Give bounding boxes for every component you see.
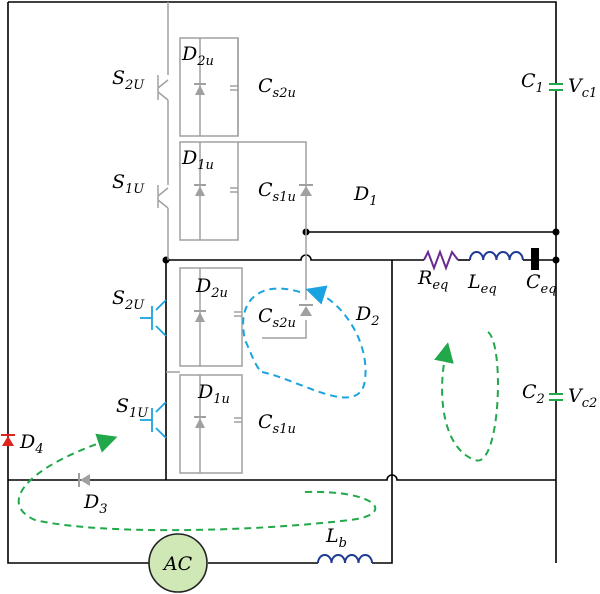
junction-dots: [162, 228, 560, 264]
ceq-capacitor-icon: [531, 248, 539, 270]
label-ceq: Ceq: [526, 271, 557, 297]
req-resistor-icon: [423, 249, 459, 271]
component-labels: S2U D2u Cs2u S1U D1u Cs1u D1 S2U D2u Cs2…: [19, 43, 597, 575]
ac-source: [148, 533, 208, 593]
label-cs1u-bot: Cs1u: [258, 411, 296, 437]
label-req: Req: [417, 267, 448, 293]
lower-diodes: [194, 310, 206, 428]
label-c2: C2: [522, 381, 545, 407]
label-d3: D3: [83, 491, 108, 517]
label-s2u-bot: S2U: [112, 287, 145, 313]
dc-link-capacitors: [549, 83, 563, 401]
green-bottom-loop: [17, 433, 377, 532]
label-d2: D2: [355, 303, 380, 329]
label-s1u-bot: S1U: [116, 395, 149, 421]
lb-inductor-icon: [317, 554, 373, 564]
green-right-loop: [434, 331, 499, 462]
label-d1u-top: D1u: [181, 147, 214, 173]
label-cs2u-bot: Cs2u: [258, 305, 296, 331]
label-d4: D4: [19, 431, 44, 457]
label-cs2u-top: Cs2u: [258, 75, 296, 101]
label-d2u-bot: D2u: [195, 275, 228, 301]
label-s1u-top: S1U: [112, 171, 145, 197]
cyan-current-loop: [242, 289, 367, 399]
d3-diode-icon: [78, 473, 90, 487]
label-d2u-top: D2u: [181, 43, 214, 69]
d4-diode-icon: [1, 434, 15, 446]
upper-diodes: [194, 83, 313, 316]
leq-inductor-icon: [469, 251, 524, 261]
lower-switches-cyan: [140, 299, 167, 439]
label-lb: Lb: [325, 525, 347, 551]
label-vc2: Vc2: [568, 385, 597, 411]
label-s2u-top: S2U: [112, 67, 145, 93]
main-wiring: [7, 1, 557, 564]
label-vc1: Vc1: [568, 75, 597, 101]
label-cs1u-top: Cs1u: [258, 179, 296, 205]
label-d1: D1: [353, 183, 378, 209]
lower-modules-grey: [166, 267, 243, 474]
upper-modules-grey: [157, 2, 307, 339]
label-c1: C1: [521, 70, 544, 96]
d1-diode-icon: [300, 186, 312, 196]
label-leq: Leq: [467, 271, 497, 297]
label-d1u-bot: D1u: [197, 381, 230, 407]
label-ac: AC: [162, 553, 193, 575]
d2-diode-icon: [300, 306, 312, 316]
